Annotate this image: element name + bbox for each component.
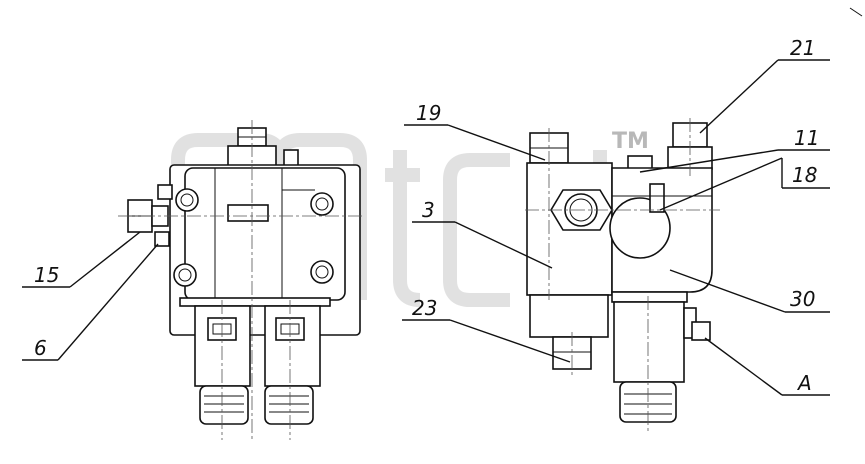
label-11: 11 (794, 126, 819, 150)
label-21: 21 (790, 36, 815, 60)
label-6: 6 (34, 336, 47, 360)
label-19: 19 (416, 101, 441, 125)
callout-19: 19 (404, 101, 546, 161)
trademark-mark: TM (612, 129, 649, 154)
left-view (118, 120, 365, 440)
label-23: 23 (412, 296, 437, 320)
right-view (525, 118, 720, 432)
corner-mark (849, 7, 863, 17)
callout-21: 21 (699, 36, 830, 134)
label-A: A (796, 371, 812, 395)
label-15: 15 (34, 263, 59, 287)
callout-30: 30 (669, 269, 830, 313)
callout-11: 11 (639, 126, 830, 173)
label-3: 3 (422, 198, 435, 222)
callout-23: 23 (402, 296, 571, 363)
label-30: 30 (790, 287, 815, 311)
callout-3: 3 (412, 198, 553, 269)
label-18: 18 (792, 163, 817, 187)
callout-18: 18 (659, 157, 830, 211)
callout-6: 6 (22, 243, 159, 361)
callout-15: 15 (22, 231, 141, 288)
callout-A: A (704, 337, 830, 396)
